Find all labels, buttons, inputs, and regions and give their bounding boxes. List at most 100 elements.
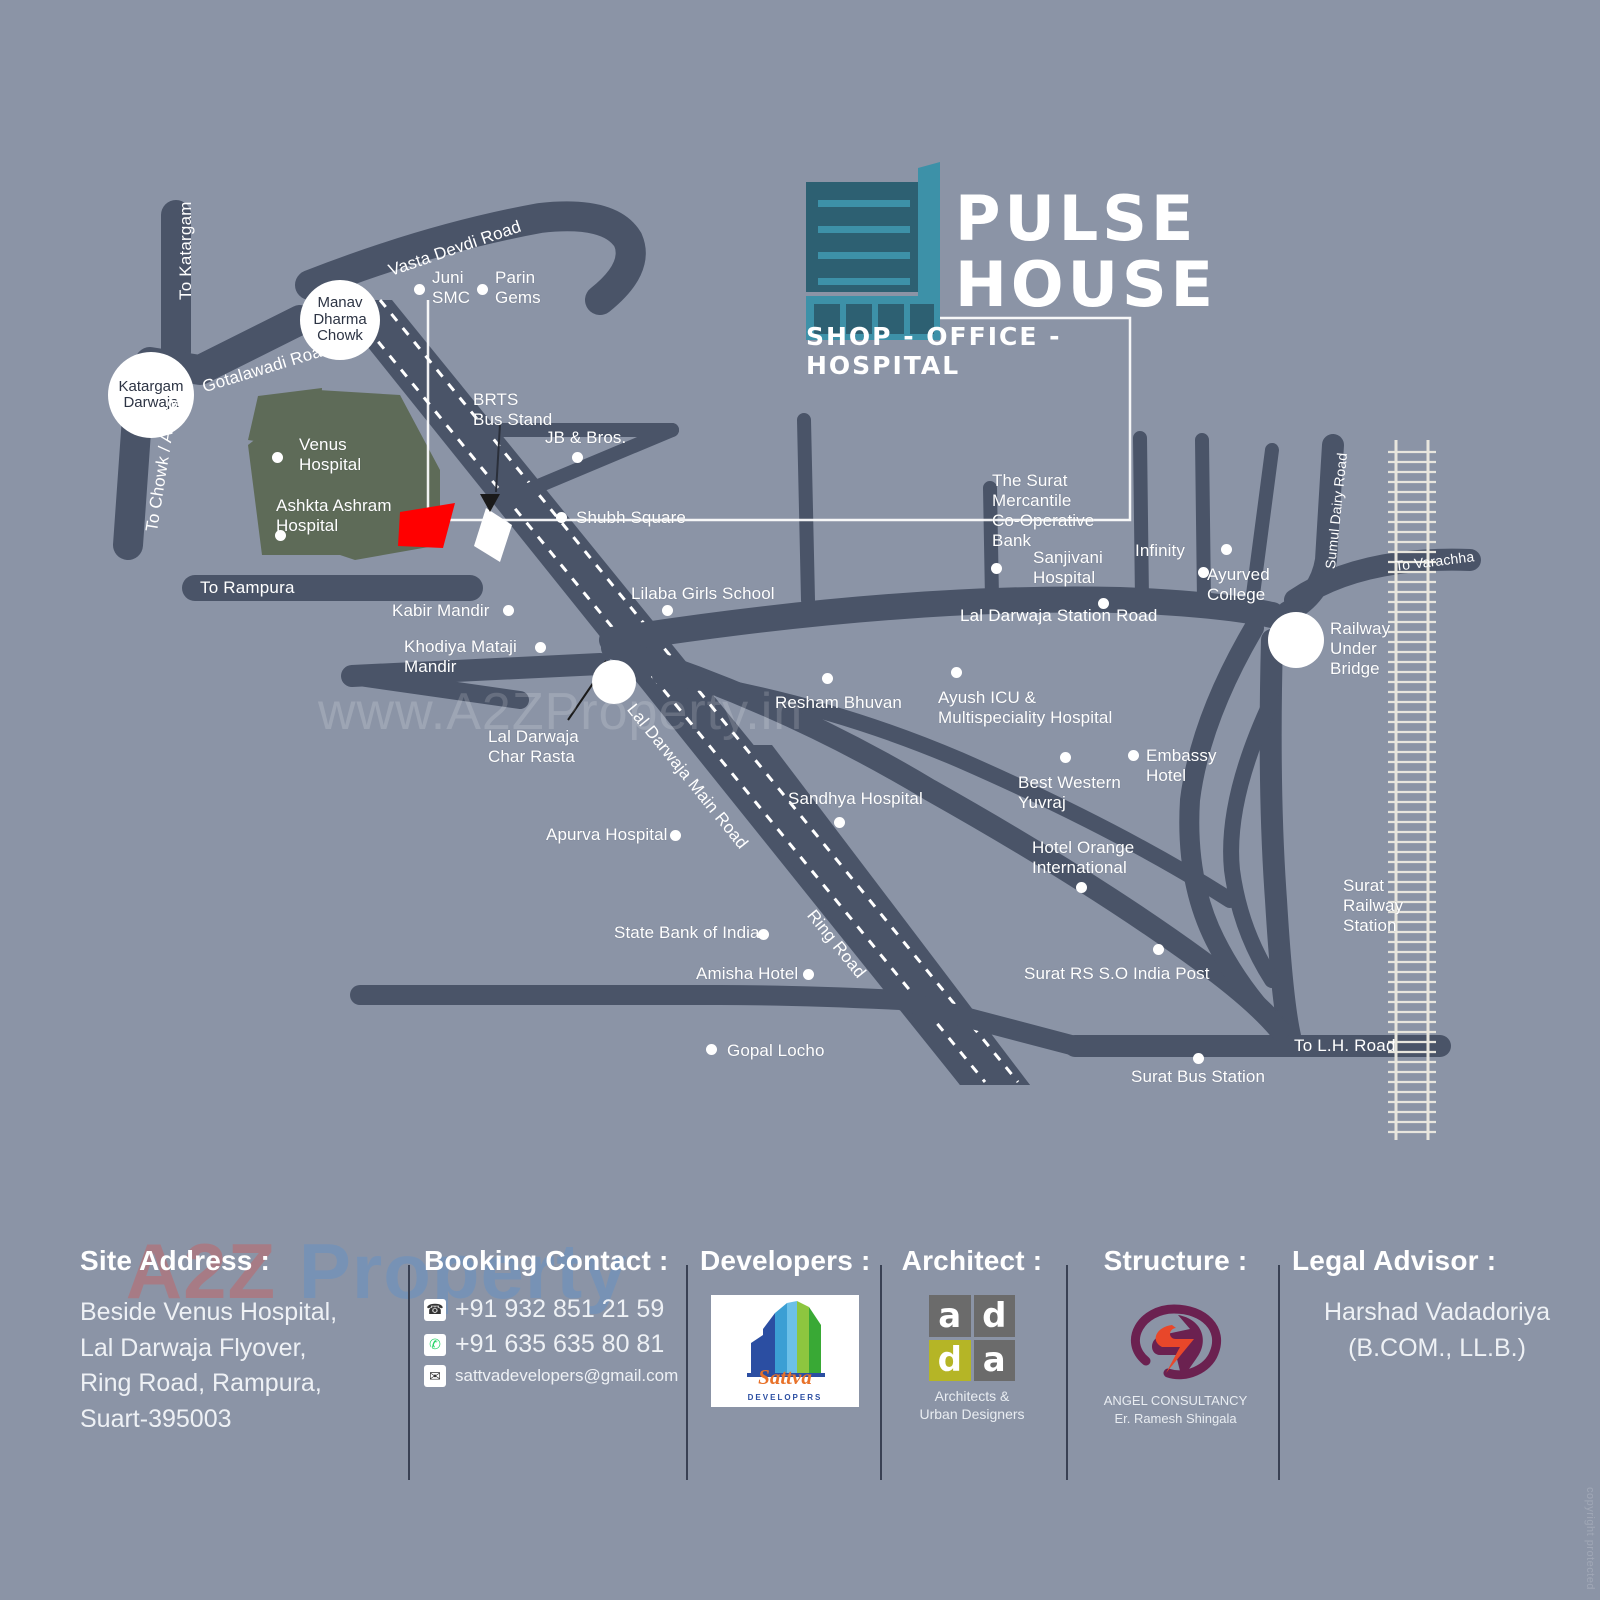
place-jb-and-bros: JB & Bros. [545,428,627,447]
site-address-text: Beside Venus Hospital, Lal Darwaja Flyov… [80,1298,338,1433]
footer-divider-5 [1278,1265,1280,1480]
road-inner-loop-mid [652,668,1238,908]
legal-advisor-heading: Legal Advisor : [1292,1245,1497,1276]
road-right-arc-2 [1223,692,1280,988]
dot-amisha-hotel [803,969,814,980]
site-marker [398,503,455,548]
railway-track [1388,440,1436,1140]
junction-railway-under-bridge[interactable] [1268,612,1324,668]
location-map: Katargam Darwaja Manav Dharma Chowk To K… [108,162,1481,1140]
dot-embassy-hotel [1128,750,1139,761]
place-ayush-icu-multispeciality-hospital: Ayush ICU & Multispeciality Hospital [938,688,1113,728]
structure-company: ANGEL CONSULTANCY [1103,1393,1248,1408]
dot-jb-and-bros [572,452,583,463]
footer-booking-contact: Booking Contact : ☎ +91 932 851 21 59 ✆ … [424,1245,678,1545]
place-apurva-hospital: Apurva Hospital [546,825,668,844]
road-spur-1 [797,413,815,607]
place-gopal-locho: Gopal Locho [727,1041,825,1060]
road-lal-darwaja-station [599,586,1285,653]
place-surat-mercantile-co-operative-bank: The Surat Mercantile Co-Operative Bank [992,471,1095,551]
legal-advisor-qualification: (B.COM., LL.B.) [1348,1333,1526,1362]
road-label-to-katargam: To Katargam [176,201,195,300]
footer-legal-advisor: Legal Advisor : Harshad Vadadoriya (B.CO… [1292,1245,1582,1545]
building-icon [806,162,940,340]
developers-heading: Developers : [700,1245,871,1276]
place-ayurved-college: Ayurved College [1207,565,1270,605]
dot-parin-gems [477,284,488,295]
dot-best-western-yuvraj [1060,752,1071,763]
dot-kabir-mandir [503,605,514,616]
phone-number: +91 932 851 21 59 [455,1295,665,1323]
structure-heading: Structure : [1103,1245,1248,1276]
adda-letter-2: d [973,1295,1015,1337]
road-spur-2 [983,481,999,605]
dot-surat-mercantile-bank [991,563,1002,574]
place-juni-smc: Juni SMC [432,268,471,308]
junction-lal-darwaja-char-rasta[interactable] [592,660,636,704]
footer-developers: Developers : Sattva DEVELOPERS [700,1245,870,1545]
place-venus-hospital: Venus Hospital [299,435,362,475]
road-stub-west-2 [343,667,529,709]
place-parin-gems: Parin Gems [495,268,541,308]
footer-structure: Structure : ANGEL CONSULTANCY Er. Ramesh… [1078,1245,1273,1545]
dot-sanjivani-hospital [1098,598,1109,609]
watermark-brand-a2z: A2Z [125,1227,277,1315]
email-row[interactable]: ✉ sattvadevelopers@gmail.com [424,1365,678,1387]
place-lilaba-girls-school: Lilaba Girls School [631,584,775,603]
whatsapp-number: +91 635 635 80 81 [455,1330,665,1358]
road-link-ne2 [498,423,679,507]
footer-divider-3 [880,1265,882,1480]
footer-divider-1 [408,1265,410,1480]
place-lal-darwaja-char-rasta: Lal Darwaja Char Rasta [488,727,579,767]
road-spur-5 [1245,443,1279,609]
road-to-varachha [1284,548,1481,611]
dot-surat-rs-so-india-post [1153,944,1164,955]
dot-ayurved-college [1221,544,1232,555]
place-railway-under-bridge: Railway Under Bridge [1330,619,1391,679]
place-ashkta-ashram-hospital: Ashkta Ashram Hospital [276,496,392,536]
place-best-western-yuvraj: Best Western Yuvraj [1018,773,1121,813]
sattva-building-icon [747,1301,825,1377]
dot-khodiya-mataji-mandir [535,642,546,653]
watermark-brand: A2Z Property [38,1135,628,1408]
green-land-parcel-2 [248,388,322,450]
logo-line-1: PULSE [955,182,1198,255]
road-label-lal-darwaja-station-road: Lal Darwaja Station Road [960,606,1158,625]
sattva-logo-name: Sattva [758,1365,812,1389]
place-brts-bus-stand: BRTS Bus Stand [473,390,553,430]
structure-person: Er. Ramesh Shingala [1114,1410,1237,1426]
road-right-arc [1179,618,1290,1040]
road-label-to-rampura: To Rampura [200,578,295,597]
sattva-logo: Sattva DEVELOPERS [711,1295,859,1407]
architect-heading: Architect : [901,1245,1043,1276]
place-kabir-mandir: Kabir Mandir [392,601,490,620]
site-leader-line [426,300,1132,522]
place-hotel-orange-international: Hotel Orange International [1032,838,1135,878]
place-surat-rs-so-india-post: Surat RS S.O India Post [1024,964,1210,983]
footer-site-address: Site Address : Beside Venus Hospital, La… [80,1245,400,1545]
road-label-to-lh-road: To L.H. Road [1294,1036,1396,1055]
phone-icon: ☎ [424,1298,446,1321]
junction-manav-dharma-chowk[interactable]: Manav Dharma Chowk [300,280,380,360]
dot-ayush-icu [951,667,962,678]
brts-leader-line [495,423,501,493]
junction-katargam-darwaja[interactable]: Katargam Darwaja [108,352,194,438]
whatsapp-row[interactable]: ✆ +91 635 635 80 81 [424,1330,674,1359]
road-lower-connector [350,985,1085,1056]
logo-line-2: HOUSE [955,248,1217,321]
whatsapp-icon: ✆ [424,1333,446,1356]
place-resham-bhuvan: Resham Bhuvan [775,693,902,712]
adda-letter-1: a [929,1295,971,1337]
footer-info-bar: Site Address : Beside Venus Hospital, La… [0,1245,1600,1600]
road-spur-3 [1133,431,1149,607]
phone-row[interactable]: ☎ +91 932 851 21 59 [424,1295,674,1324]
dot-shubh-square [556,512,567,523]
place-surat-bus-station: Surat Bus Station [1131,1067,1265,1086]
adda-letter-4: a [973,1339,1015,1381]
dot-venus-hospital [272,452,283,463]
watermark-brand-property: Property [298,1227,628,1315]
dot-infinity [1198,567,1209,578]
place-sandhya-hospital: Sandhya Hospital [788,789,923,808]
footer-architect: Architect : a d d a Architects & Urban D… [892,1245,1052,1545]
